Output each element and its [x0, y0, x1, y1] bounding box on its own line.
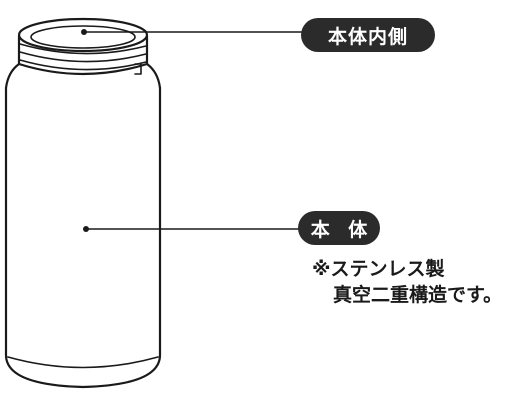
- bottle-base-line: [7, 356, 159, 369]
- bottle-neck-tab: [134, 63, 142, 75]
- label-interior: 本体内側: [301, 18, 435, 52]
- bottle-body-outline: [4, 86, 162, 389]
- bottle-rim: [17, 17, 149, 53]
- bottle-threads: [19, 43, 147, 71]
- bottle-illustration: [4, 17, 303, 389]
- note-line-2: 真空二重構造です。: [333, 284, 503, 306]
- note-line-1: ※ステンレス製: [312, 258, 445, 280]
- bottle-neck: [17, 34, 149, 66]
- bottle-shoulder: [4, 62, 162, 90]
- leader-dot-body: [83, 226, 89, 232]
- bottle-opening: [30, 25, 136, 49]
- leader-dot-interior: [81, 29, 87, 35]
- bottle-neck-ring: [17, 62, 149, 76]
- label-body: 本 体: [298, 211, 380, 245]
